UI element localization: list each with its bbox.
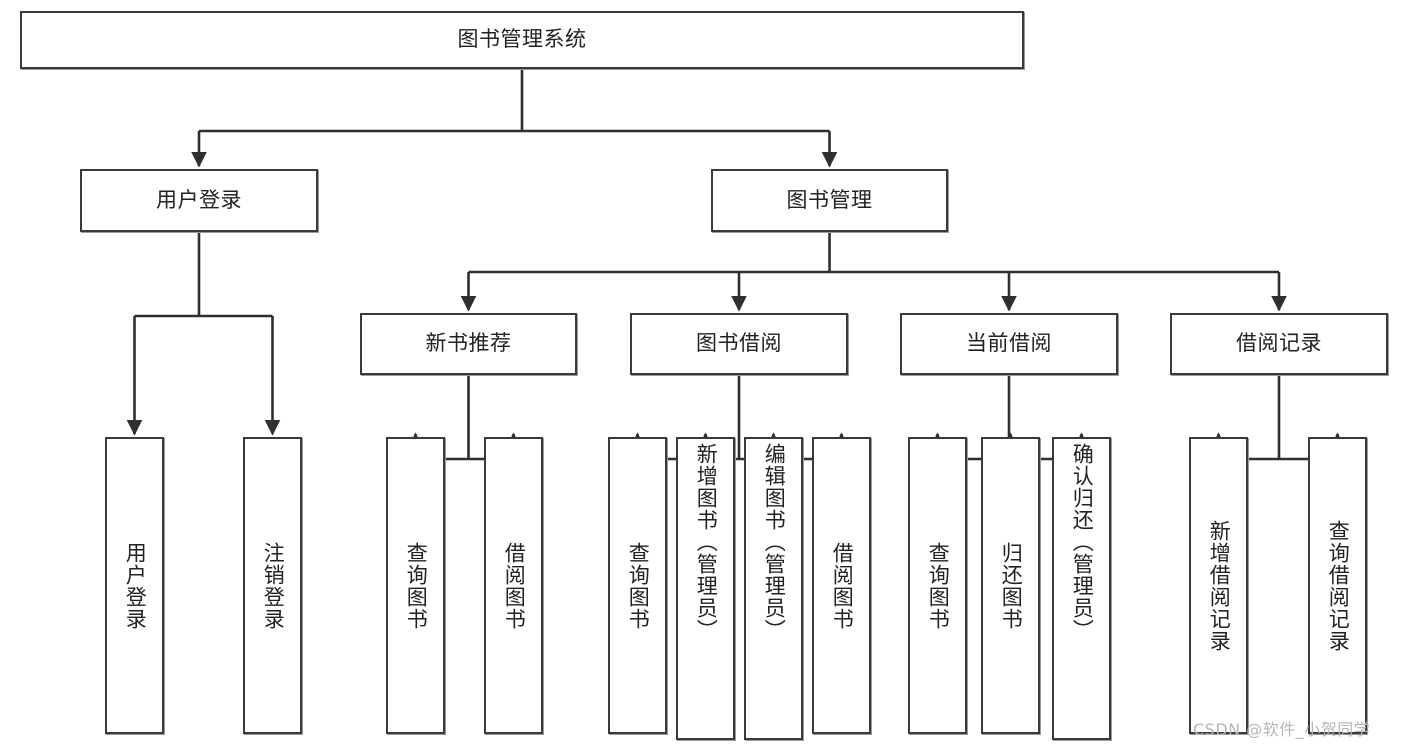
level2-node-1[interactable]: 图书管理 bbox=[711, 169, 948, 232]
csdn-watermark: CSDN @软件_小贺同学 bbox=[1193, 720, 1371, 739]
level2-node-0[interactable]: 用户登录 bbox=[80, 169, 318, 232]
leaf-node-10[interactable]: 确认归还（管理员） bbox=[1052, 437, 1111, 740]
node-label: 确认归还（管理员） bbox=[1070, 443, 1095, 641]
node-label: 借阅记录 bbox=[1236, 331, 1322, 356]
node-label: 当前借阅 bbox=[966, 331, 1052, 356]
node-label: 借阅图书 bbox=[830, 541, 855, 630]
node-label: 新增借阅记录 bbox=[1207, 519, 1232, 652]
leaf-node-2[interactable]: 查询图书 bbox=[386, 437, 445, 734]
node-label: 图书管理 bbox=[786, 187, 873, 212]
node-label: 图书借阅 bbox=[696, 331, 782, 356]
node-label: 新增图书（管理员） bbox=[694, 443, 719, 641]
node-label: 图书管理系统 bbox=[457, 27, 587, 52]
node-label: 注销登录 bbox=[261, 541, 286, 630]
node-label: 新书推荐 bbox=[425, 331, 512, 356]
leaf-node-4[interactable]: 查询图书 bbox=[608, 437, 667, 734]
level3-node-3[interactable]: 借阅记录 bbox=[1170, 313, 1388, 375]
node-label: 查询借阅记录 bbox=[1326, 519, 1351, 652]
node-label: 借阅图书 bbox=[502, 541, 527, 630]
leaf-node-9[interactable]: 归还图书 bbox=[981, 437, 1040, 734]
leaf-node-0[interactable]: 用户登录 bbox=[105, 437, 164, 734]
node-label: 查询图书 bbox=[926, 541, 951, 630]
node-label: 用户登录 bbox=[156, 187, 242, 212]
leaf-node-12[interactable]: 查询借阅记录 bbox=[1308, 437, 1367, 734]
leaf-node-11[interactable]: 新增借阅记录 bbox=[1189, 437, 1248, 734]
node-label: 归还图书 bbox=[999, 541, 1024, 630]
level3-node-2[interactable]: 当前借阅 bbox=[900, 313, 1118, 375]
leaf-node-7[interactable]: 借阅图书 bbox=[812, 437, 871, 734]
leaf-node-5[interactable]: 新增图书（管理员） bbox=[676, 437, 735, 740]
node-label: 查询图书 bbox=[404, 541, 429, 630]
node-label: 编辑图书（管理员） bbox=[762, 443, 787, 641]
level3-node-0[interactable]: 新书推荐 bbox=[360, 313, 577, 375]
level3-node-1[interactable]: 图书借阅 bbox=[630, 313, 848, 375]
leaf-node-8[interactable]: 查询图书 bbox=[908, 437, 967, 734]
leaf-node-3[interactable]: 借阅图书 bbox=[484, 437, 543, 734]
leaf-node-6[interactable]: 编辑图书（管理员） bbox=[744, 437, 803, 740]
node-label: 查询图书 bbox=[626, 541, 651, 630]
root-node-0[interactable]: 图书管理系统 bbox=[20, 11, 1024, 69]
leaf-node-1[interactable]: 注销登录 bbox=[243, 437, 302, 734]
node-label: 用户登录 bbox=[123, 541, 148, 630]
